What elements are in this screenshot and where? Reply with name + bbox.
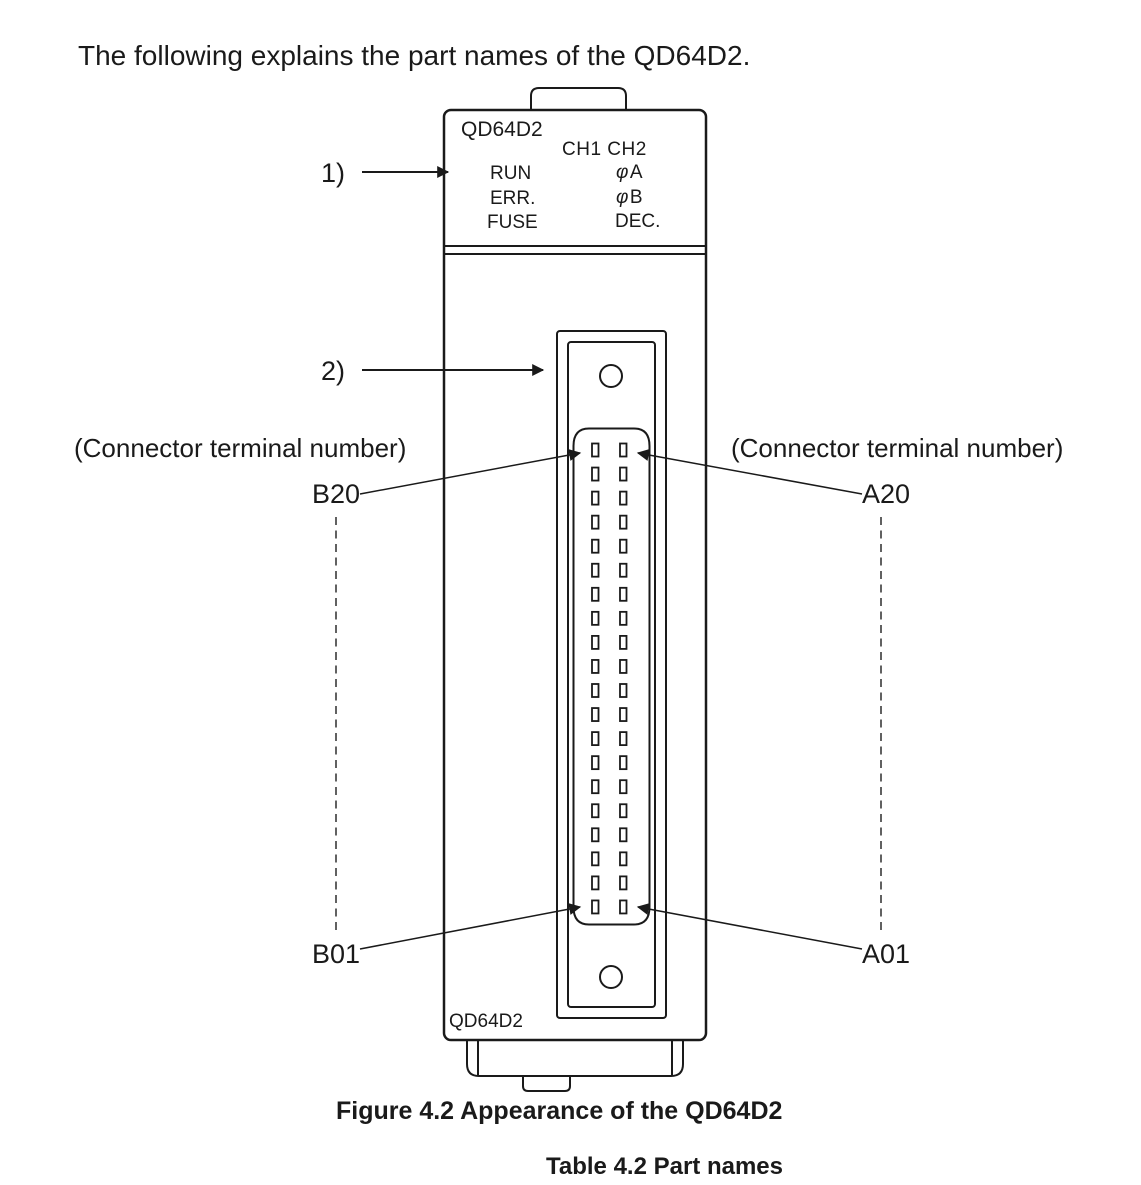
connector-pin (591, 490, 600, 506)
led-label-fuse: FUSE (487, 212, 538, 233)
connector-outer-frame (556, 330, 667, 1019)
connector-pin (591, 466, 600, 482)
connector-pin (619, 562, 628, 578)
connector-pin (591, 659, 600, 674)
led-label-dec: DEC. (615, 211, 661, 232)
terminal-b20-leader (359, 449, 582, 495)
connector-pin (619, 538, 628, 554)
terminal-label-b01: B01 (312, 939, 361, 969)
module-model-label-bottom: QD64D2 (449, 1011, 523, 1032)
connector-pin (619, 683, 628, 698)
connector-pin (591, 827, 600, 843)
connector-pin (619, 803, 628, 819)
connector-pin (619, 779, 628, 795)
figure-caption: Figure 4.2 Appearance of the QD64D2 (336, 1097, 783, 1125)
pin-field-outline (572, 427, 651, 926)
module-body-outline (442, 108, 708, 1042)
connector-pin (619, 442, 628, 458)
connector-terminal-number-label-left: (Connector terminal number) (74, 433, 407, 463)
connector-pin (591, 442, 600, 458)
connector-pin (591, 803, 600, 819)
table-caption: Table 4.2 Part names (546, 1153, 783, 1180)
module-model-label-top: QD64D2 (461, 118, 543, 141)
terminal-label-b20: B20 (312, 479, 361, 509)
connector-pin (591, 731, 600, 746)
terminal-a20-leader (636, 449, 863, 495)
terminal-label-a01: A01 (862, 939, 911, 969)
connector-pin (619, 827, 628, 843)
connector-pin (591, 683, 600, 698)
connector-screw-top-icon (599, 364, 623, 388)
module-top-tab (530, 87, 627, 110)
terminal-label-a20: A20 (862, 479, 911, 509)
connector-pin (591, 779, 600, 795)
connector-pin (619, 755, 628, 771)
connector-pin (619, 899, 628, 915)
connector-pin (591, 851, 600, 867)
connector-terminal-number-label-right: (Connector terminal number) (731, 433, 1064, 463)
terminal-b01-leader (359, 903, 582, 950)
connector-pin (619, 490, 628, 506)
connector-pin (591, 707, 600, 722)
connector-pin (591, 635, 600, 650)
connector-pin (619, 635, 628, 650)
connector-pin (619, 586, 628, 602)
connector-pin (619, 707, 628, 722)
connector-pin (619, 659, 628, 674)
led-label-run: RUN (490, 163, 532, 184)
intro-text: The following explains the part names of… (78, 40, 751, 71)
connector-pin (591, 586, 600, 602)
connector-pin (619, 731, 628, 746)
connector-inner-frame (567, 341, 656, 1008)
terminal-a01-leader (636, 903, 863, 950)
connector-pin (591, 755, 600, 771)
connector-pin (591, 538, 600, 554)
connector-pin (591, 610, 600, 626)
led-label-err: ERR. (490, 188, 536, 209)
connector-pin (591, 562, 600, 578)
connector-pin (619, 875, 628, 891)
callout-1-label: 1) (321, 158, 346, 188)
module-bottom-tab (522, 1076, 571, 1092)
connector-screw-bottom-icon (599, 965, 623, 989)
connector-pin (591, 514, 600, 530)
connector-pin (619, 514, 628, 530)
connector-pin (619, 851, 628, 867)
connector-pin (591, 899, 600, 915)
led-label-phi-b: φB (616, 187, 645, 208)
callout-2-label: 2) (321, 356, 346, 386)
module-bottom-flange (466, 1041, 684, 1077)
led-label-phi-a: φA (616, 162, 645, 183)
connector-pin (591, 875, 600, 891)
pin-field (591, 442, 628, 915)
connector-pin (619, 466, 628, 482)
channel-header-label: CH1 CH2 (562, 139, 647, 160)
connector-pin (619, 610, 628, 626)
